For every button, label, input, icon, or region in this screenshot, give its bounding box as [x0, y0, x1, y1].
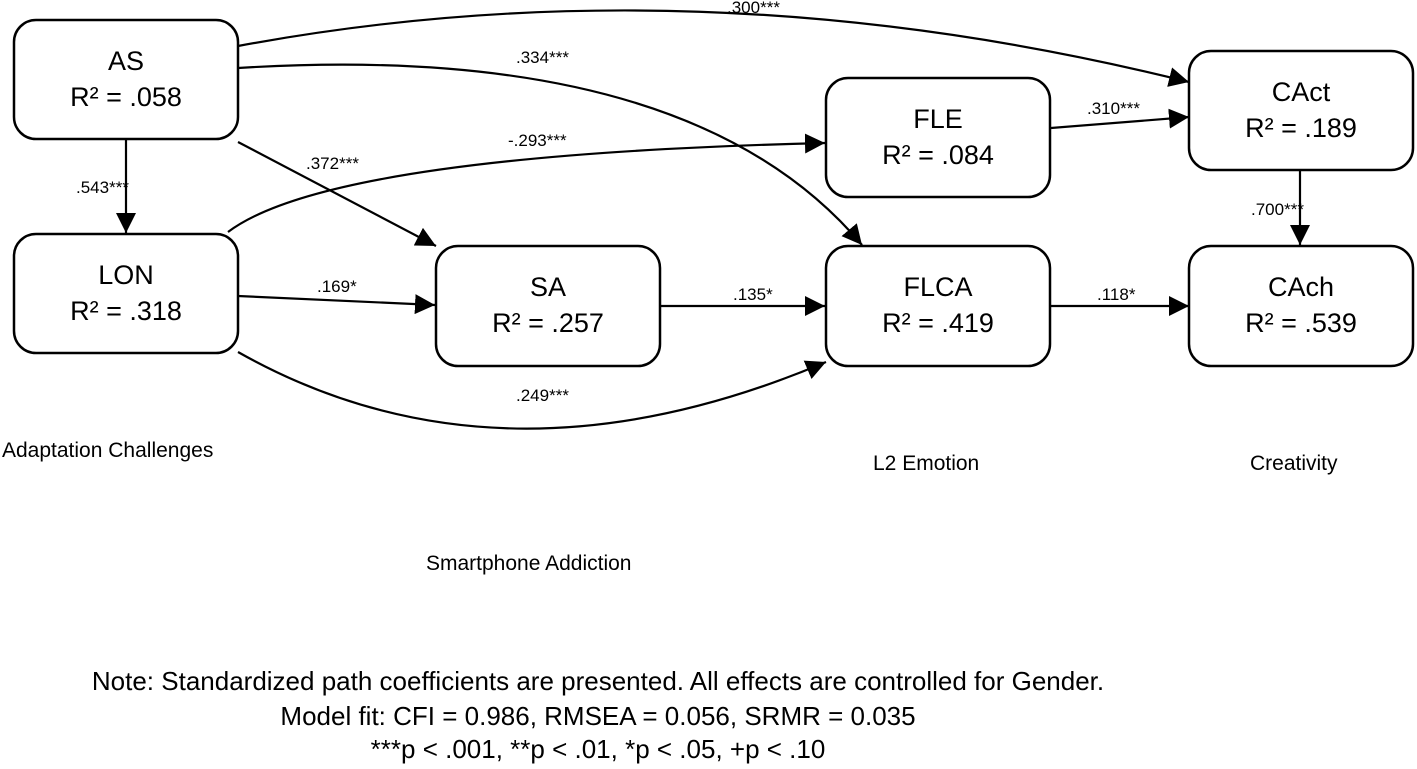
- node-cach-r2: R² = .539: [1245, 308, 1357, 338]
- node-fle-name: FLE: [913, 104, 963, 134]
- node-as-name: AS: [108, 46, 144, 76]
- node-cact-name: CAct: [1272, 77, 1331, 107]
- group-label-emotion: L2 Emotion: [873, 452, 979, 475]
- node-cact-r2: R² = .189: [1245, 113, 1357, 143]
- node-lon-name: LON: [98, 260, 154, 290]
- coef-lon-sa: .169*: [317, 277, 357, 296]
- note-line-1: Note: Standardized path coefficients are…: [92, 666, 1104, 696]
- path-as-cact: [237, 9, 1190, 87]
- coef-as-cact: .300***: [727, 0, 780, 17]
- group-label-creativity: Creativity: [1250, 452, 1338, 475]
- group-label-smartphone: Smartphone Addiction: [426, 552, 631, 575]
- node-flca-r2: R² = .419: [882, 308, 994, 338]
- coef-sa-flca: .135*: [733, 285, 773, 304]
- node-as-r2: R² = .058: [70, 82, 182, 112]
- note-line-2: Model fit: CFI = 0.986, RMSEA = 0.056, S…: [280, 701, 915, 731]
- coef-lon-flca: .249***: [516, 386, 569, 405]
- node-fle: FLE R² = .084: [824, 76, 1052, 199]
- path-fle-cact: [1050, 108, 1190, 130]
- node-as: AS R² = .058: [12, 18, 240, 141]
- node-cach: CAch R² = .539: [1187, 244, 1415, 368]
- coef-as-flca: .334***: [516, 48, 569, 67]
- path-lon-flca: [237, 351, 827, 430]
- node-fle-r2: R² = .084: [882, 140, 994, 170]
- group-label-adaptation: Adaptation Challenges: [2, 439, 213, 462]
- node-sa-name: SA: [530, 272, 566, 302]
- node-flca-name: FLCA: [903, 272, 972, 302]
- note-line-3: ***p < .001, **p < .01, *p < .05, +p < .…: [371, 734, 826, 764]
- node-lon-r2: R² = .318: [70, 296, 182, 326]
- path-as-sa: [237, 141, 437, 247]
- node-cact: CAct R² = .189: [1187, 49, 1415, 172]
- node-flca: FLCA R² = .419: [824, 244, 1052, 368]
- coef-fle-cact: .310***: [1087, 99, 1140, 118]
- coef-as-lon: .543***: [76, 178, 129, 197]
- coef-as-sa: .372***: [306, 154, 359, 173]
- coef-lon-fle: -.293***: [508, 131, 567, 150]
- path-lon-sa: [237, 294, 436, 315]
- node-lon: LON R² = .318: [12, 232, 240, 355]
- coef-cact-cach: .700***: [1251, 200, 1304, 219]
- node-sa-r2: R² = .257: [492, 308, 604, 338]
- path-lon-fle: [227, 133, 826, 233]
- coef-flca-cach: .118*: [1097, 285, 1136, 304]
- node-sa: SA R² = .257: [434, 244, 662, 368]
- path-as-flca: [237, 63, 863, 246]
- node-cach-name: CAch: [1268, 272, 1334, 302]
